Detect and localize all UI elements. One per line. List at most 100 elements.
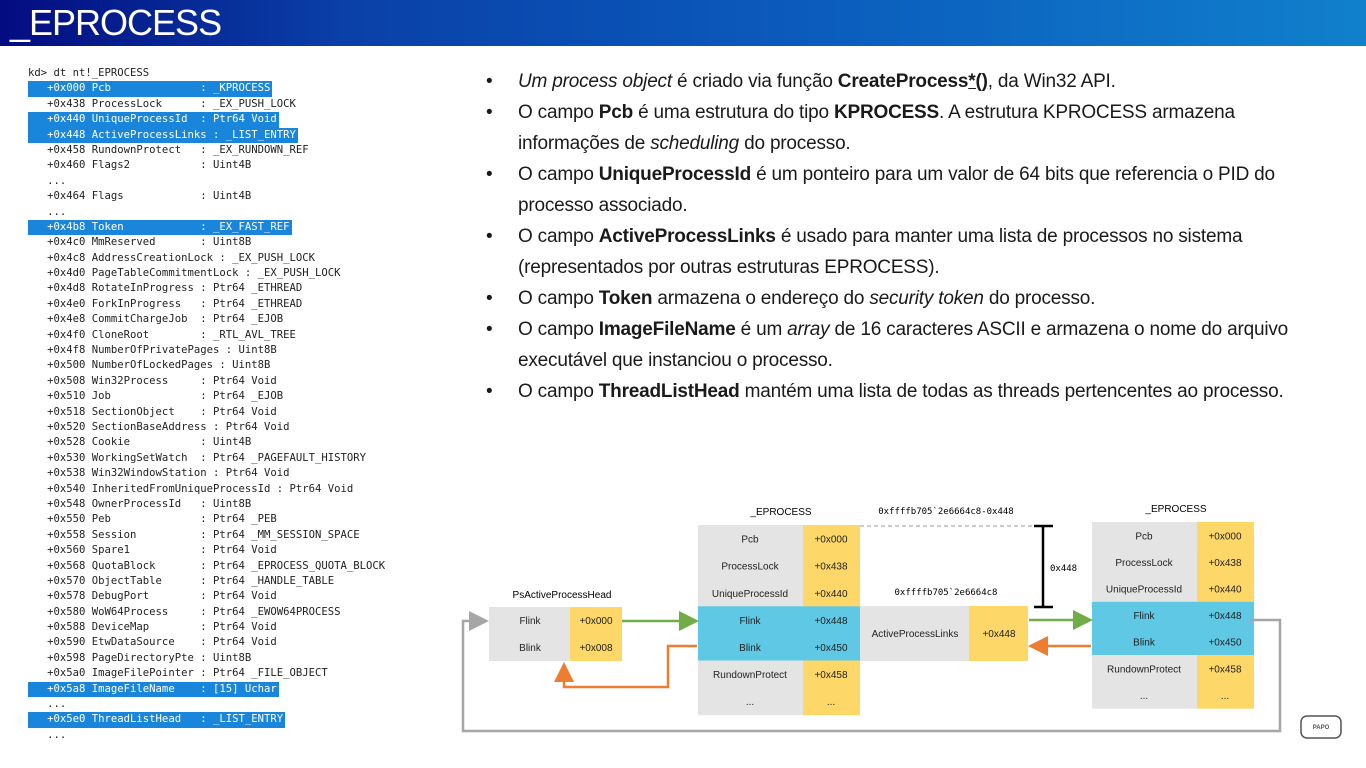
slide-title: _EPROCESS: [10, 2, 222, 43]
bullet-list: •Um process object é criado via função C…: [486, 66, 1316, 407]
code-line: +0x464 Flags : Uint4B: [28, 189, 387, 204]
code-line-text: +0x590 EtwDataSource : Ptr64 Void: [28, 636, 277, 649]
code-line: +0x570 ObjectTable : Ptr64 _HANDLE_TABLE: [28, 574, 387, 589]
bullet-text: é um ponteiro para um valor de 64 bits q…: [518, 164, 1275, 216]
windbg-struct-listing: kd> dt nt!_EPROCESS +0x000 Pcb : _KPROCE…: [28, 66, 387, 743]
code-line-text: ...: [28, 728, 67, 741]
head-offset-cell: [570, 634, 622, 661]
eprocess-right-field-cell: [1092, 575, 1197, 603]
code-line: +0x4e0 ForkInProgress : Ptr64 _ETHREAD: [28, 297, 387, 312]
eprocess-right-field-cell: [1092, 655, 1197, 683]
code-line-text: ...: [28, 205, 67, 218]
code-line-text: +0x560 Spare1 : Ptr64 Void: [28, 544, 277, 557]
highlighted-code-line: +0x4b8 Token : _EX_FAST_REF: [28, 219, 387, 236]
bullet-keyword: ImageFileName: [598, 319, 736, 340]
code-line-text: +0x4f0 CloneRoot : _RTL_AVL_TREE: [28, 328, 296, 341]
eprocess-right-field-name: Pcb: [1135, 531, 1153, 542]
bullet-keyword: *(): [968, 71, 988, 92]
code-line-text: +0x448 ActiveProcessLinks : _LIST_ENTRY: [28, 127, 298, 143]
eprocess-left-field-offset: +0x450: [814, 643, 848, 654]
code-line-text: +0x520 SectionBaseAddress : Ptr64 Void: [28, 420, 290, 433]
eprocess-left-offset-cell: [803, 552, 860, 580]
eprocess-right-field-name: Blink: [1133, 638, 1156, 649]
code-line: +0x598 PageDirectoryPte : Uint8B: [28, 651, 387, 666]
eprocess-left-offset-cell: [803, 579, 860, 607]
code-line: ...: [28, 174, 387, 189]
eprocess-left-field-offset: ...: [827, 697, 835, 708]
code-line-text: +0x588 DeviceMap : Ptr64 Void: [28, 621, 277, 634]
bullet-icon: •: [486, 164, 493, 185]
code-line-text: +0x570 ObjectTable : Ptr64 _HANDLE_TABLE: [28, 574, 335, 587]
bullet-icon: •: [486, 319, 493, 340]
code-line: +0x460 Flags2 : Uint4B: [28, 158, 387, 173]
bullet-item: •O campo UniqueProcessId é um ponteiro p…: [486, 159, 1316, 221]
head-field-cell: [489, 607, 570, 634]
head-field-name: Blink: [519, 643, 542, 654]
active-process-links-cell: [860, 606, 969, 661]
code-line-text: +0x4d0 PageTableCommitmentLock : _EX_PUS…: [28, 267, 341, 280]
eprocess-left-offset-cell: [803, 687, 860, 716]
bullet-text: scheduling: [650, 133, 740, 154]
bullet-text: , da Win32 API.: [987, 71, 1116, 92]
code-line: +0x4c8 AddressCreationLock : _EX_PUSH_LO…: [28, 251, 387, 266]
bullet-text: array: [787, 319, 830, 340]
code-line: +0x590 EtwDataSource : Ptr64 Void: [28, 635, 387, 650]
code-line-text: kd> dt nt!_EPROCESS: [28, 67, 150, 79]
eprocess-left-field-cell: [698, 633, 803, 661]
eprocess-left-field-offset: +0x448: [814, 616, 848, 627]
eprocess-right-field-offset: +0x440: [1208, 585, 1242, 596]
code-line-text: +0x4e8 CommitChargeJob : Ptr64 _EJOB: [28, 313, 284, 326]
eprocess-right-offset-cell: [1197, 628, 1254, 656]
eprocess-left-field-name: RundownProtect: [713, 670, 787, 681]
code-line: +0x518 SectionObject : Ptr64 Void: [28, 405, 387, 420]
eprocess-right-field-cell: [1092, 601, 1197, 629]
eprocess-left-field-name: Pcb: [741, 535, 759, 546]
eprocess-right-field-offset: +0x438: [1208, 558, 1242, 569]
code-line-text: +0x4c8 AddressCreationLock : _EX_PUSH_LO…: [28, 251, 316, 264]
eprocess-right-field-name: ProcessLock: [1115, 558, 1173, 569]
code-line-text: +0x4c0 MmReserved : Uint8B: [28, 236, 252, 249]
logo: PAPO: [1300, 715, 1342, 739]
code-line-text: ...: [28, 174, 67, 187]
bullet-text: O campo: [518, 226, 599, 247]
code-line: +0x528 Cookie : Uint4B: [28, 435, 387, 450]
eprocess-left-field-name: Flink: [739, 616, 761, 627]
eprocess-right-offset-cell: [1197, 548, 1254, 576]
code-line-text: +0x598 PageDirectoryPte : Uint8B: [28, 651, 252, 664]
eprocess-right-field-name: RundownProtect: [1107, 664, 1181, 675]
code-line: +0x4f8 NumberOfPrivatePages : Uint8B: [28, 343, 387, 358]
code-line-text: +0x4d8 RotateInProgress : Ptr64 _ETHREAD: [28, 282, 303, 295]
bullet-text: é um: [735, 319, 788, 340]
code-line-text: +0x5e0 ThreadListHead : _LIST_ENTRY: [28, 712, 286, 728]
eprocess-right-field-cell: [1092, 681, 1197, 709]
code-line: +0x558 Session : Ptr64 _MM_SESSION_SPACE: [28, 528, 387, 543]
bullet-item: •O campo ThreadListHead mantém uma lista…: [486, 376, 1316, 407]
bullet-icon: •: [486, 102, 493, 123]
eprocess-title-left: _EPROCESS: [749, 507, 811, 518]
code-line: kd> dt nt!_EPROCESS: [28, 66, 387, 81]
eprocess-right-offset-cell: [1197, 681, 1254, 709]
loop-back-arrow: [461, 611, 1282, 733]
code-line-text: +0x568 QuotaBlock : Ptr64 _EPROCESS_QUOT…: [28, 559, 386, 572]
bullet-keyword: ActiveProcessLinks: [598, 226, 776, 247]
code-line: +0x4e8 CommitChargeJob : Ptr64 _EJOB: [28, 312, 387, 327]
code-line-text: +0x528 Cookie : Uint4B: [28, 436, 252, 449]
code-line: +0x560 Spare1 : Ptr64 Void: [28, 543, 387, 558]
offset-bracket: [1034, 524, 1053, 609]
bullet-item: •Um process object é criado via função C…: [486, 66, 1316, 97]
code-line: +0x530 WorkingSetWatch : Ptr64 _PAGEFAUL…: [28, 451, 387, 466]
eprocess-right-field-name: Flink: [1133, 611, 1155, 622]
bullet-item: •O campo Token armazena o endereço do se…: [486, 283, 1316, 314]
eprocess-right-field-cell: [1092, 522, 1197, 550]
eprocess-left-field-cell: [698, 687, 803, 716]
head-field-cell: [489, 634, 570, 661]
bullet-keyword: UniqueProcessId: [598, 164, 751, 185]
code-line-text: +0x510 Job : Ptr64 _EJOB: [28, 390, 284, 403]
eprocess-left-field-cell: [698, 579, 803, 607]
bullet-text: mantém uma lista de todas as threads per…: [739, 381, 1284, 402]
code-line-text: +0x4f8 NumberOfPrivatePages : Uint8B: [28, 344, 277, 357]
eprocess-left-field-cell: [698, 552, 803, 580]
bullet-keyword: Token: [598, 288, 653, 309]
bullet-icon: •: [486, 288, 493, 309]
bullet-keyword: Pcb: [598, 102, 634, 123]
